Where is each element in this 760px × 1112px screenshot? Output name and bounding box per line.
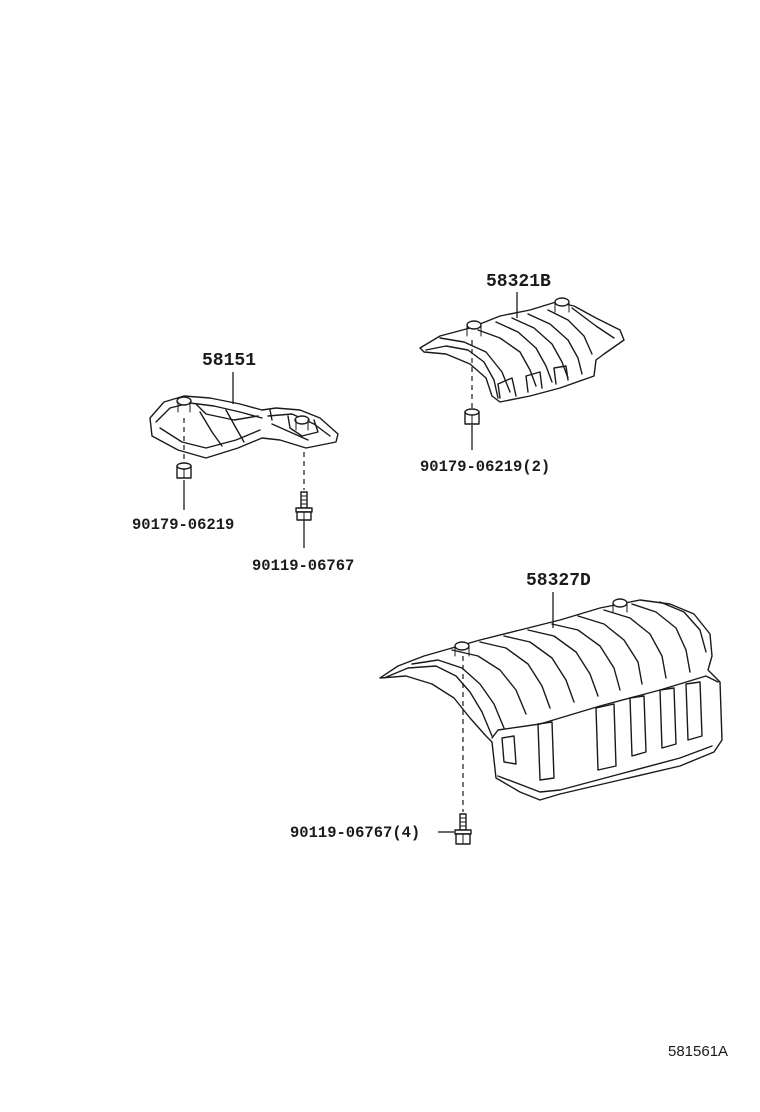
bolt-icon xyxy=(454,813,472,845)
bolt-icon xyxy=(295,491,313,521)
part-label-58327D: 58327D xyxy=(526,571,591,591)
fastener-label-90179-06219: 90179-06219 xyxy=(132,516,234,534)
fastener-label-90119-06767-4: 90119-06767(4) xyxy=(290,824,420,842)
nut-icon xyxy=(176,462,192,479)
part-label-58321B: 58321B xyxy=(486,272,551,292)
part-58151-drawing xyxy=(149,395,339,459)
diagram-reference-code: 581561A xyxy=(668,1043,728,1060)
fastener-label-90119-06767: 90119-06767 xyxy=(252,557,354,575)
nut-icon xyxy=(464,408,480,425)
part-58321B-drawing xyxy=(419,297,625,403)
part-58327D-drawing xyxy=(379,598,723,801)
part-label-58151: 58151 xyxy=(202,351,256,371)
fastener-label-90179-06219-2: 90179-06219(2) xyxy=(420,458,550,476)
